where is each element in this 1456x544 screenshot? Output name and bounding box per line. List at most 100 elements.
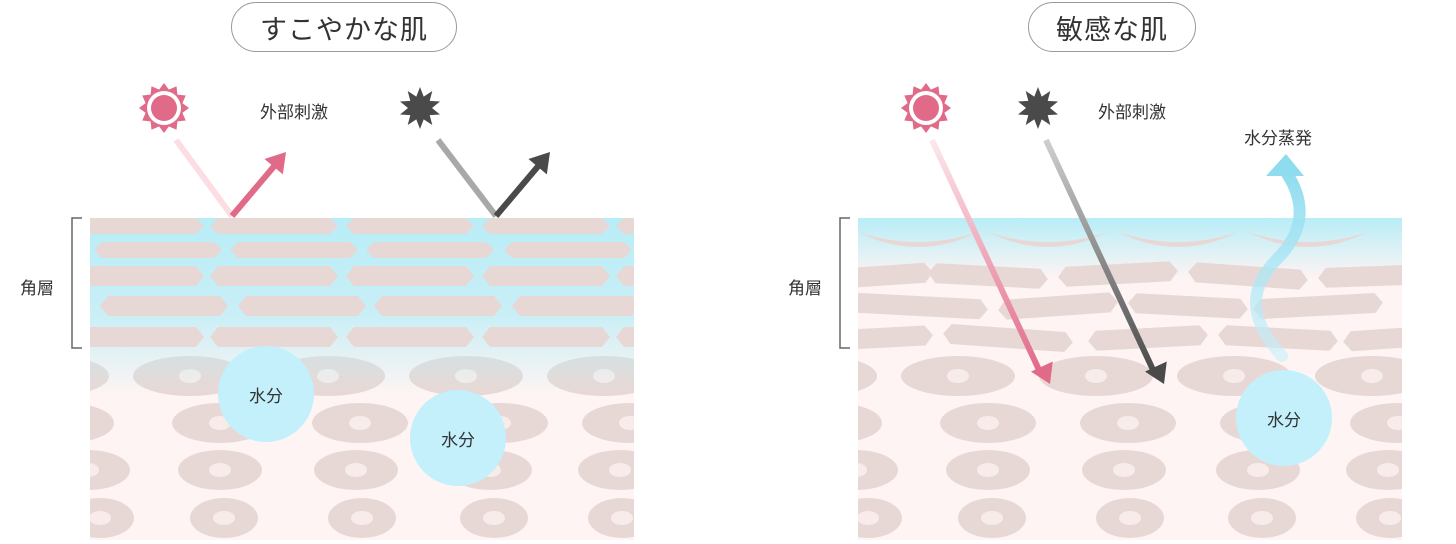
cell-nucleus: [90, 463, 99, 477]
cell-nucleus: [858, 511, 879, 525]
corneocyte: [512, 296, 634, 316]
skin-cell: [1350, 403, 1402, 443]
pink-penetrate-arrow-icon: [1031, 361, 1053, 384]
skin-cell: [858, 405, 882, 441]
dark-incoming-ray: [435, 138, 499, 218]
corneocyte: [346, 327, 474, 347]
cell-nucleus: [351, 511, 373, 525]
corneocyte-damaged: [858, 262, 933, 290]
corneocyte: [374, 296, 502, 316]
left-water-circle-1: 水分: [218, 346, 314, 442]
cell-nucleus: [1247, 463, 1269, 477]
healthy-skin-section: [55, 218, 634, 540]
corneocyte: [90, 266, 204, 286]
dark-penetrate-ray: [1043, 138, 1157, 374]
pink-incoming-ray: [173, 138, 235, 218]
corneocyte-damaged: [1188, 262, 1308, 290]
skin-cell: [858, 361, 877, 391]
corneocyte: [616, 327, 634, 347]
corneocyte-damaged: [998, 292, 1118, 320]
dark-reflect-arrow-icon: [528, 152, 550, 175]
corneocyte-crescent: [858, 232, 978, 247]
corneocyte: [482, 327, 610, 347]
cell-nucleus: [55, 416, 77, 430]
dark-reflect-ray: [493, 162, 543, 218]
corneocyte: [616, 218, 634, 234]
cell-nucleus: [858, 463, 867, 477]
sensitive-skin-title: 敏感な肌: [1028, 2, 1196, 52]
skin-cell: [858, 450, 898, 490]
right-stimulus-burst-icon: [1018, 87, 1058, 129]
corneocyte: [482, 266, 610, 286]
skin-cell: [578, 450, 634, 490]
left-layer-label: 角層: [20, 279, 54, 299]
skin-cell: [90, 450, 130, 490]
left-layer-bracket: [71, 217, 82, 349]
corneocyte: [616, 266, 634, 286]
pink-penetrate-ray: [929, 138, 1043, 374]
corneocyte: [210, 266, 338, 286]
pink-reflect-ray: [229, 162, 279, 218]
cell-nucleus: [1387, 416, 1402, 430]
skin-cell: [582, 403, 634, 443]
skin-cell: [858, 498, 902, 538]
right-sun-icon: [901, 83, 951, 133]
cell-nucleus: [809, 369, 831, 383]
cell-nucleus: [611, 511, 633, 525]
evaporation-label: 水分蒸発: [1244, 129, 1312, 149]
corneocyte: [230, 242, 358, 258]
corneocyte-damaged: [858, 325, 933, 351]
left-stimulus-label: 外部刺激: [260, 103, 328, 123]
corneocyte-damaged: [928, 263, 1048, 289]
corneocyte-damaged: [1088, 325, 1208, 351]
corneocyte-damaged: [1058, 261, 1178, 287]
cell-nucleus: [349, 416, 371, 430]
dark-penetrate-arrow-icon: [1145, 361, 1167, 384]
corneocyte-damaged: [1253, 293, 1383, 319]
cell-nucleus: [1223, 369, 1245, 383]
corneocyte-crescent: [988, 232, 1108, 247]
left-stimulus-burst-icon: [400, 87, 440, 129]
right-stimulus-label: 外部刺激: [1098, 103, 1166, 123]
corneocyte-crescent: [1118, 232, 1238, 247]
right-water-circle: 水分: [1236, 370, 1332, 466]
cell-nucleus: [1119, 511, 1141, 525]
corneocyte-damaged: [1318, 264, 1402, 288]
cell-nucleus: [345, 463, 367, 477]
cell-nucleus: [1085, 369, 1107, 383]
cell-nucleus: [213, 511, 235, 525]
corneocyte-damaged: [1343, 324, 1402, 352]
right-layer-bracket: [839, 217, 850, 349]
cell-nucleus: [90, 511, 111, 525]
cell-nucleus: [483, 511, 505, 525]
healthy-skin-title: すこやかな肌: [231, 2, 457, 52]
skin-cell: [1346, 450, 1402, 490]
evaporation-arrow: [1250, 166, 1306, 362]
skin-cell: [1315, 356, 1402, 396]
corneocyte: [366, 242, 494, 258]
corneocyte: [210, 327, 338, 347]
cell-nucleus: [977, 463, 999, 477]
sensitive-skin-section: [809, 218, 1402, 540]
cell-nucleus: [609, 463, 631, 477]
evaporation-arrow-icon: [1266, 154, 1304, 176]
left-water-circle-2: 水分: [410, 390, 506, 486]
pink-reflect-arrow-icon: [264, 152, 286, 175]
cell-nucleus: [1377, 463, 1399, 477]
corneocyte: [504, 242, 632, 258]
cell-nucleus: [1251, 511, 1273, 525]
corneocyte: [90, 327, 204, 347]
cell-nucleus: [977, 416, 999, 430]
corneocyte: [482, 218, 610, 234]
cell-nucleus: [1379, 511, 1401, 525]
corneocyte-damaged: [943, 324, 1073, 352]
corneocyte: [210, 218, 338, 234]
cell-nucleus: [1361, 369, 1383, 383]
corneocyte: [238, 296, 366, 316]
cell-nucleus: [1117, 416, 1139, 430]
right-layer-label: 角層: [788, 279, 822, 299]
cell-nucleus: [619, 416, 634, 430]
corneocyte-crescent: [1248, 232, 1368, 247]
